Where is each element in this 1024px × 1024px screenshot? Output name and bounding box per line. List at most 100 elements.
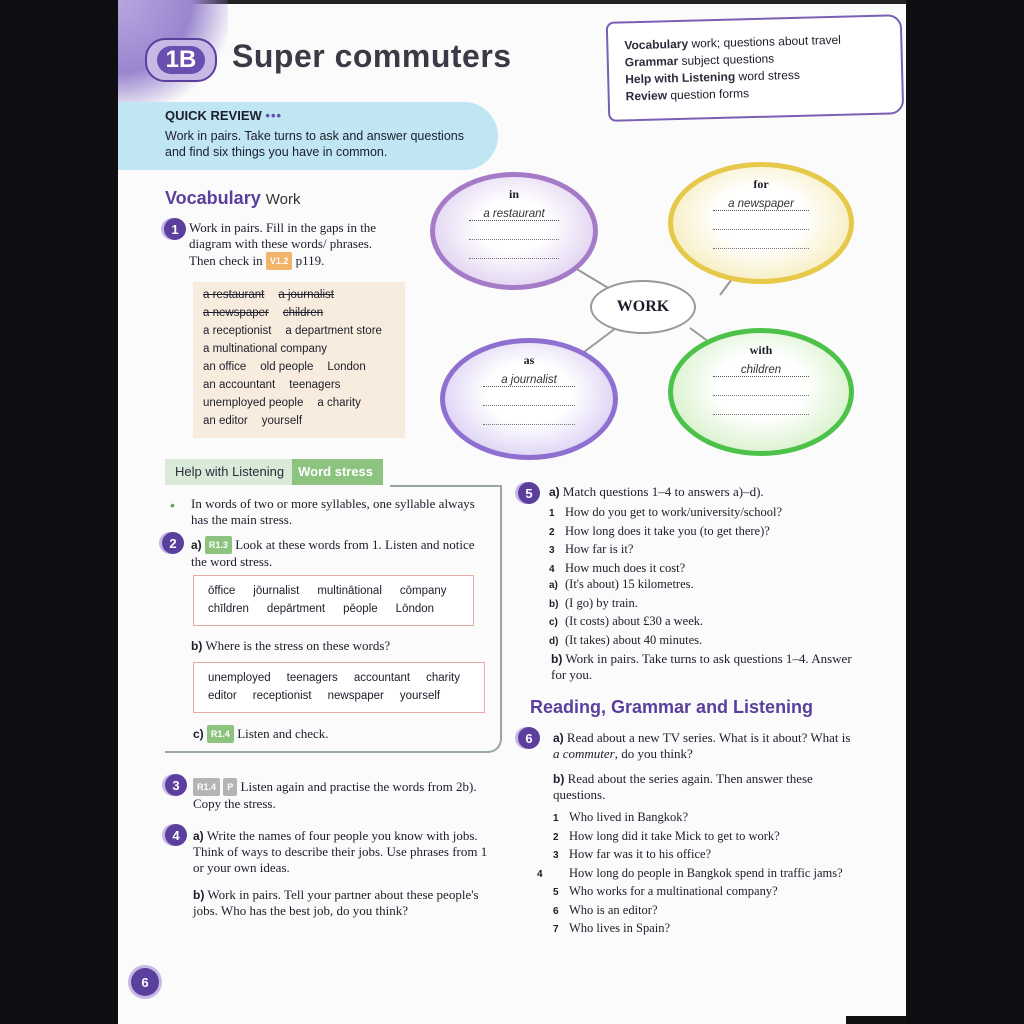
word-item: children (282, 307, 324, 319)
exercise-1-instructions: Work in pairs. Fill in the gaps in the d… (189, 220, 377, 270)
blank-line[interactable] (713, 229, 809, 230)
help-with-listening-box (165, 485, 502, 753)
bubble-preposition: for (753, 177, 769, 191)
page-top-edge (118, 0, 906, 4)
stress-word: accountant (353, 672, 411, 684)
vocabulary-heading: Vocabulary Work (165, 188, 301, 208)
quick-review-panel (118, 102, 498, 170)
diagram-bubble-with: with children (668, 328, 854, 456)
bubble-preposition: in (508, 187, 519, 201)
word-item: unemployed people (203, 397, 304, 409)
word-item: teenagers (289, 379, 341, 391)
word-item: an editor (203, 415, 248, 427)
diagram-bubble-in: in a restaurant (430, 172, 598, 290)
exercise-5-answers: a)(It's about) 15 kilometres. b)(I go) b… (549, 576, 849, 650)
exercise-3-instructions: R1.4 P Listen again and practise the wor… (193, 778, 477, 811)
hwl-tab-topic: Word stress (292, 459, 384, 485)
word-item: old people (260, 361, 314, 373)
diagram-bubble-as: as a journalist (440, 338, 618, 460)
diagram-bubble-for: for a newspaper (668, 162, 854, 284)
word-item: a multinational company (203, 343, 328, 355)
exercise-2c-instructions: c) R1.4 Listen and check. (193, 725, 329, 743)
stress-word: ōffice (208, 585, 236, 597)
word-item: an office (203, 361, 247, 373)
blank-line[interactable] (713, 248, 809, 249)
stress-word: chīldren (208, 603, 249, 615)
page-number: 6 (131, 968, 159, 996)
blank-line[interactable] (469, 239, 559, 240)
blank-line[interactable] (469, 258, 559, 259)
reading-grammar-listening-heading: Reading, Grammar and Listening (530, 697, 814, 717)
bubble-preposition: as (523, 353, 535, 367)
exercise-2b-instructions: b) Where is the stress on these words? (191, 638, 391, 653)
quick-review-title: QUICK REVIEW ••• (165, 108, 283, 123)
exercise-6a-instructions: a) Read about a new TV series. What is i… (553, 730, 851, 761)
exercise-number-1: 1 (164, 218, 186, 240)
hwl-bullet-text: In words of two or more syllables, one s… (191, 496, 475, 527)
exercise-number-4: 4 (165, 824, 187, 846)
bubble-preposition: with (749, 343, 773, 357)
word-item: an accountant (203, 379, 276, 391)
stress-word: multinātional (317, 585, 382, 597)
bullet-icon: • (170, 497, 175, 513)
word-item: a newspaper (203, 307, 269, 319)
exercise-number-3: 3 (165, 774, 187, 796)
book-shadow-right (906, 0, 1024, 1024)
word-item: a journalist (278, 289, 334, 301)
blank-line[interactable] (483, 424, 575, 425)
page-title: Super commuters (232, 38, 512, 74)
stress-word: editor (208, 690, 237, 702)
stress-word: jōurnalist (253, 585, 300, 597)
exercise-number-2: 2 (162, 532, 184, 554)
exercise-4a-instructions: a) Write the names of four people you kn… (193, 828, 488, 875)
list-item: b)(I go) by train. (549, 595, 638, 610)
exercise-number-6: 6 (518, 727, 540, 749)
list-item: d)(It takes) about 40 minutes. (549, 632, 703, 647)
exercise-number-5: 5 (518, 482, 540, 504)
page-corner-shadow (846, 1016, 906, 1024)
word-item: a receptionist (203, 325, 272, 337)
stress-words-box-1: ōffice jōurnalist multinātional cōmpany chī… (193, 575, 474, 626)
exercise-4b-instructions: b) Work in pairs. Tell your partner abou… (193, 887, 479, 918)
stress-word: cōmpany (399, 585, 447, 597)
stress-word: teenagers (286, 672, 338, 684)
list-item: c)(It costs) about £30 a week. (549, 614, 704, 628)
blank-line[interactable] (713, 414, 809, 415)
stress-word: depārtment (266, 603, 326, 615)
blank-line[interactable] (713, 395, 809, 396)
bubble-example: children (713, 364, 809, 377)
lesson-aims-box: Vocabulary work; questions about travel … (605, 14, 905, 122)
word-item: a charity (317, 397, 361, 409)
stress-word: pēople (343, 603, 378, 615)
diagram-center-work: WORK (590, 280, 696, 334)
word-item: yourself (261, 415, 303, 427)
stress-word: unemployed (208, 672, 271, 684)
book-shadow-left (0, 0, 118, 1024)
hwl-tab-label: Help with Listening (165, 459, 293, 485)
unit-badge: 1B (145, 38, 217, 82)
exercise-5a-instructions: a) Match questions 1–4 to answers a)–d). (549, 484, 764, 499)
exercise-6b-instructions: b) Read about the series again. Then ans… (553, 771, 813, 802)
stress-word: yourself (399, 690, 441, 702)
bubble-example: a journalist (483, 374, 575, 387)
word-item: London (327, 361, 366, 373)
bubble-example: a restaurant (469, 208, 559, 221)
stress-word: newspaper (327, 690, 384, 702)
blank-line[interactable] (483, 405, 575, 406)
